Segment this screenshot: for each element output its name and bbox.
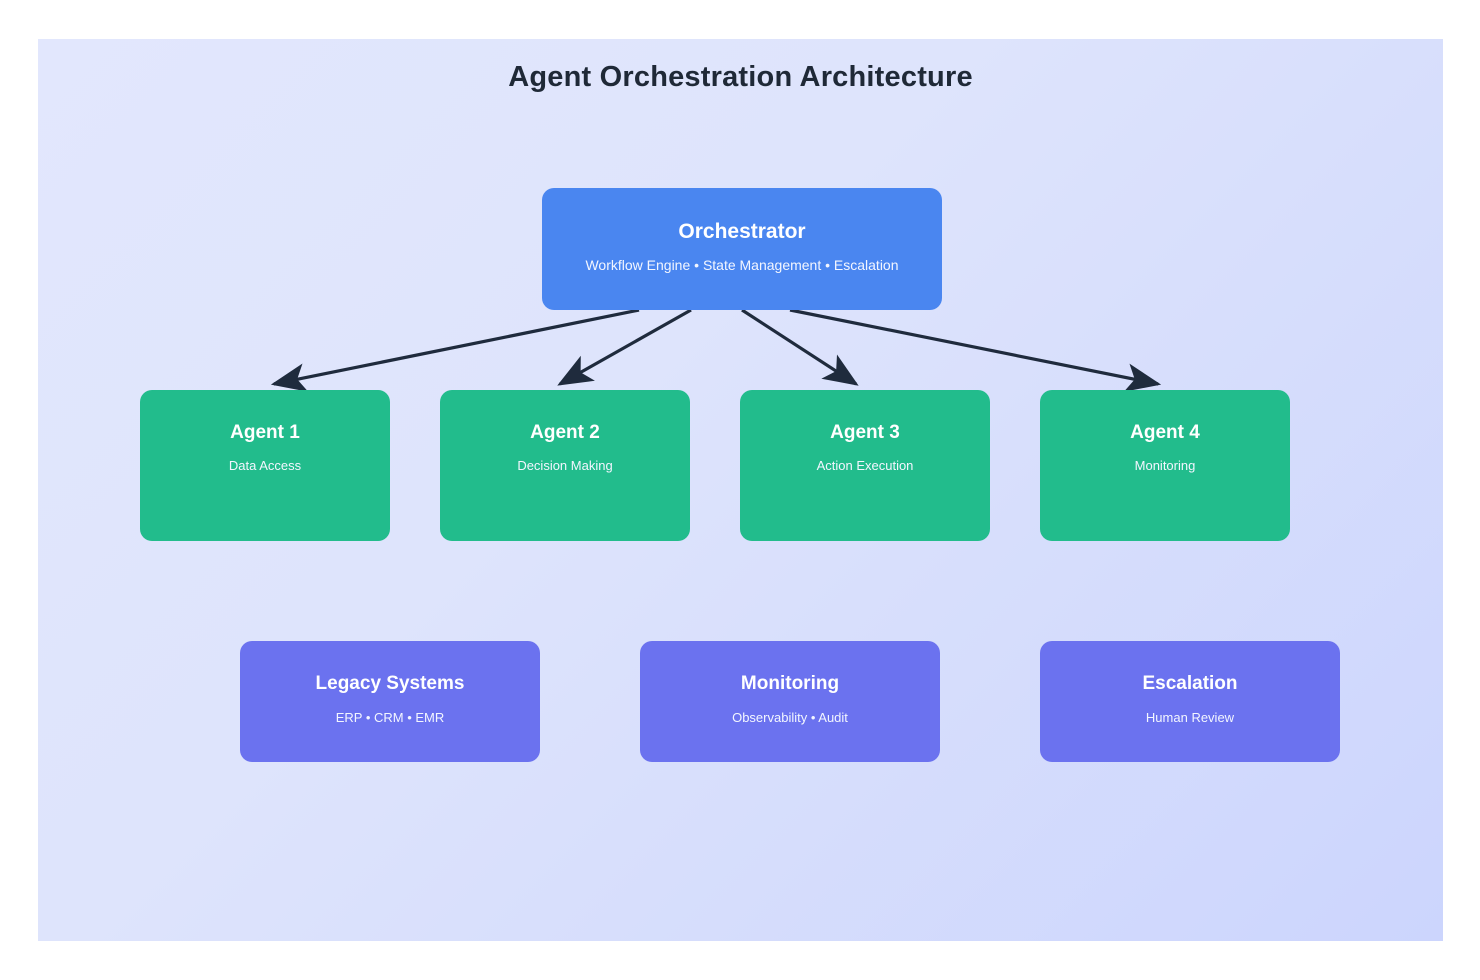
node-agent-2[interactable]: Agent 2 Decision Making <box>440 390 690 541</box>
node-monitoring[interactable]: Monitoring Observability • Audit <box>640 641 940 762</box>
node-agent-2-subtitle: Decision Making <box>517 457 613 473</box>
node-agent-2-title: Agent 2 <box>530 422 600 443</box>
node-agent-4-subtitle: Monitoring <box>1134 457 1196 473</box>
node-agent-4[interactable]: Agent 4 Monitoring <box>1040 390 1290 541</box>
edge-orchestrator-to-agent-1 <box>270 308 640 392</box>
node-agent-4-title: Agent 4 <box>1130 422 1200 443</box>
node-agent-1-subtitle: Data Access <box>228 457 302 473</box>
edge-orchestrator-to-agent-2 <box>557 308 692 386</box>
edge-orchestrator-to-agent-3 <box>741 308 859 386</box>
node-legacy-systems-subtitle: ERP • CRM • EMR <box>335 709 445 725</box>
page-title: Agent Orchestration Architecture <box>508 61 973 93</box>
node-orchestrator-subtitle: Workflow Engine • State Management • Esc… <box>585 257 899 274</box>
node-escalation[interactable]: Escalation Human Review <box>1040 641 1340 762</box>
node-orchestrator-title: Orchestrator <box>678 220 806 243</box>
node-agent-3-subtitle: Action Execution <box>816 457 914 473</box>
node-escalation-subtitle: Human Review <box>1145 709 1235 725</box>
node-agent-1-title: Agent 1 <box>230 422 300 443</box>
node-monitoring-subtitle: Observability • Audit <box>732 709 848 725</box>
edge-orchestrator-to-agent-4 <box>789 308 1162 392</box>
node-escalation-title: Escalation <box>1142 673 1238 694</box>
node-legacy-systems[interactable]: Legacy Systems ERP • CRM • EMR <box>240 641 540 762</box>
diagram-canvas: Agent Orchestration Architecture Orchest… <box>38 39 1443 941</box>
node-agent-1[interactable]: Agent 1 Data Access <box>140 390 390 541</box>
node-orchestrator[interactable]: Orchestrator Workflow Engine • State Man… <box>542 188 942 310</box>
node-legacy-systems-title: Legacy Systems <box>315 673 465 694</box>
node-monitoring-title: Monitoring <box>740 673 840 694</box>
node-agent-3[interactable]: Agent 3 Action Execution <box>740 390 990 541</box>
node-agent-3-title: Agent 3 <box>830 422 900 443</box>
